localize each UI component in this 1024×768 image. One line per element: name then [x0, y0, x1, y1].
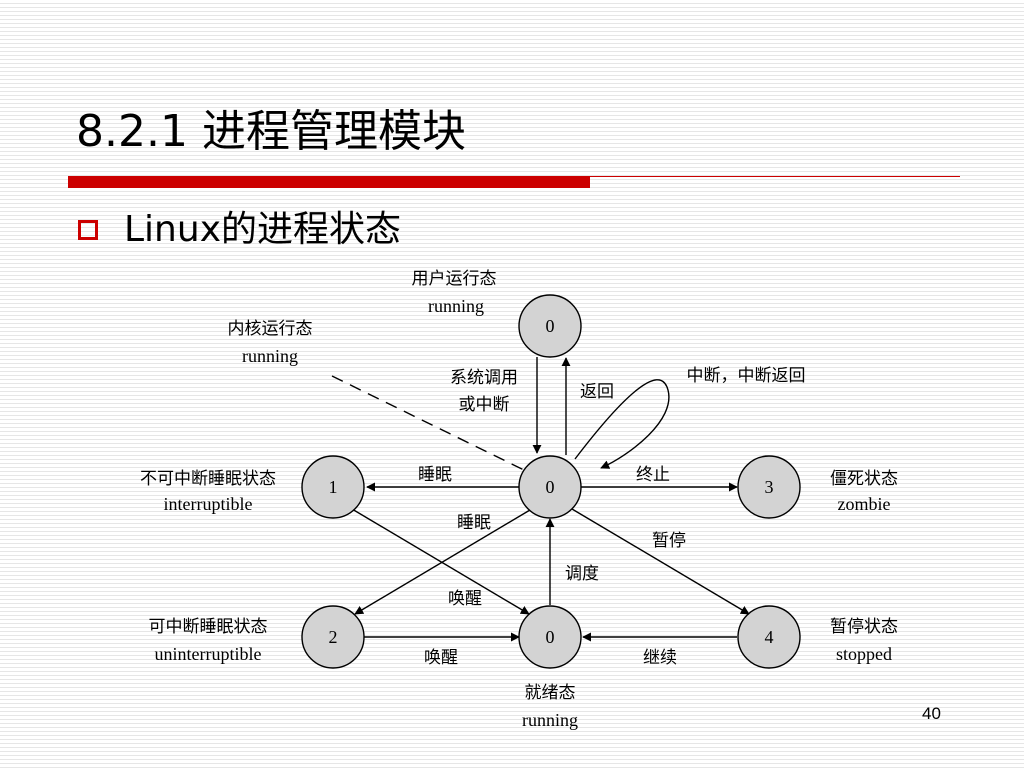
edge-label-sleep-1: 睡眠: [418, 465, 452, 485]
label-interruptible-cn: 不可中断睡眠状态: [140, 469, 276, 489]
node-label: 4: [765, 627, 774, 647]
edge-pause: [571, 508, 750, 615]
slide-title: 8.2.1 进程管理模块: [76, 106, 466, 157]
node-label: 3: [765, 477, 774, 497]
label-uninterruptible-en: uninterruptible: [155, 644, 262, 664]
edge-label-wakeup-diag: 唤醒: [448, 589, 482, 609]
edge-interrupt-loop: [574, 379, 670, 469]
edge-label-schedule: 调度: [565, 564, 599, 584]
edge-label-pause: 暂停: [652, 531, 686, 551]
label-zombie-cn: 僵死状态: [830, 469, 898, 489]
label-user-running-en: running: [428, 296, 484, 316]
edge-label-syscall-1: 系统调用: [450, 368, 518, 388]
node-interruptible: 1: [301, 455, 365, 519]
edge-label-interrupt: 中断，中断返回: [687, 366, 806, 386]
node-user-running: 0: [518, 294, 582, 358]
edge-label-syscall-2: 或中断: [459, 395, 510, 415]
label-user-running-cn: 用户运行态: [412, 269, 497, 289]
edge-1-to-ready: [351, 508, 530, 615]
edge-sleep-to-2: [354, 509, 531, 615]
label-uninterruptible-cn: 可中断睡眠状态: [149, 617, 268, 637]
title-underline-bar: [68, 176, 590, 188]
label-ready-en: running: [522, 710, 578, 730]
node-label: 0: [546, 477, 555, 497]
label-kernel-running-en: running: [242, 346, 298, 366]
node-label: 0: [546, 316, 555, 336]
title-underline-rule: [590, 176, 960, 177]
label-stopped-en: stopped: [836, 644, 892, 664]
edge-kernel-dashed: [331, 375, 525, 471]
label-interruptible-en: interruptible: [164, 494, 253, 514]
node-core: 0: [518, 455, 582, 519]
edge-label-return: 返回: [580, 382, 614, 402]
edge-label-sleep-2: 睡眠: [457, 513, 491, 533]
node-label: 0: [546, 627, 555, 647]
label-stopped-cn: 暂停状态: [830, 617, 898, 637]
bullet-text: Linux的进程状态: [124, 209, 401, 250]
edge-label-wakeup-bottom: 唤醒: [424, 648, 458, 668]
node-stopped: 4: [737, 605, 801, 669]
label-zombie-en: zombie: [838, 494, 891, 514]
edge-label-terminate: 终止: [636, 465, 670, 485]
node-label: 2: [329, 627, 338, 647]
label-kernel-running-cn: 内核运行态: [228, 319, 313, 339]
page-number: 40: [922, 704, 941, 723]
node-uninterruptible: 2: [301, 605, 365, 669]
edge-label-continue: 继续: [643, 648, 677, 668]
hollow-square-bullet-icon: [78, 220, 98, 240]
node-label: 1: [329, 477, 338, 497]
node-ready: 0: [518, 605, 582, 669]
node-zombie: 3: [737, 455, 801, 519]
label-ready-cn: 就绪态: [525, 683, 576, 703]
